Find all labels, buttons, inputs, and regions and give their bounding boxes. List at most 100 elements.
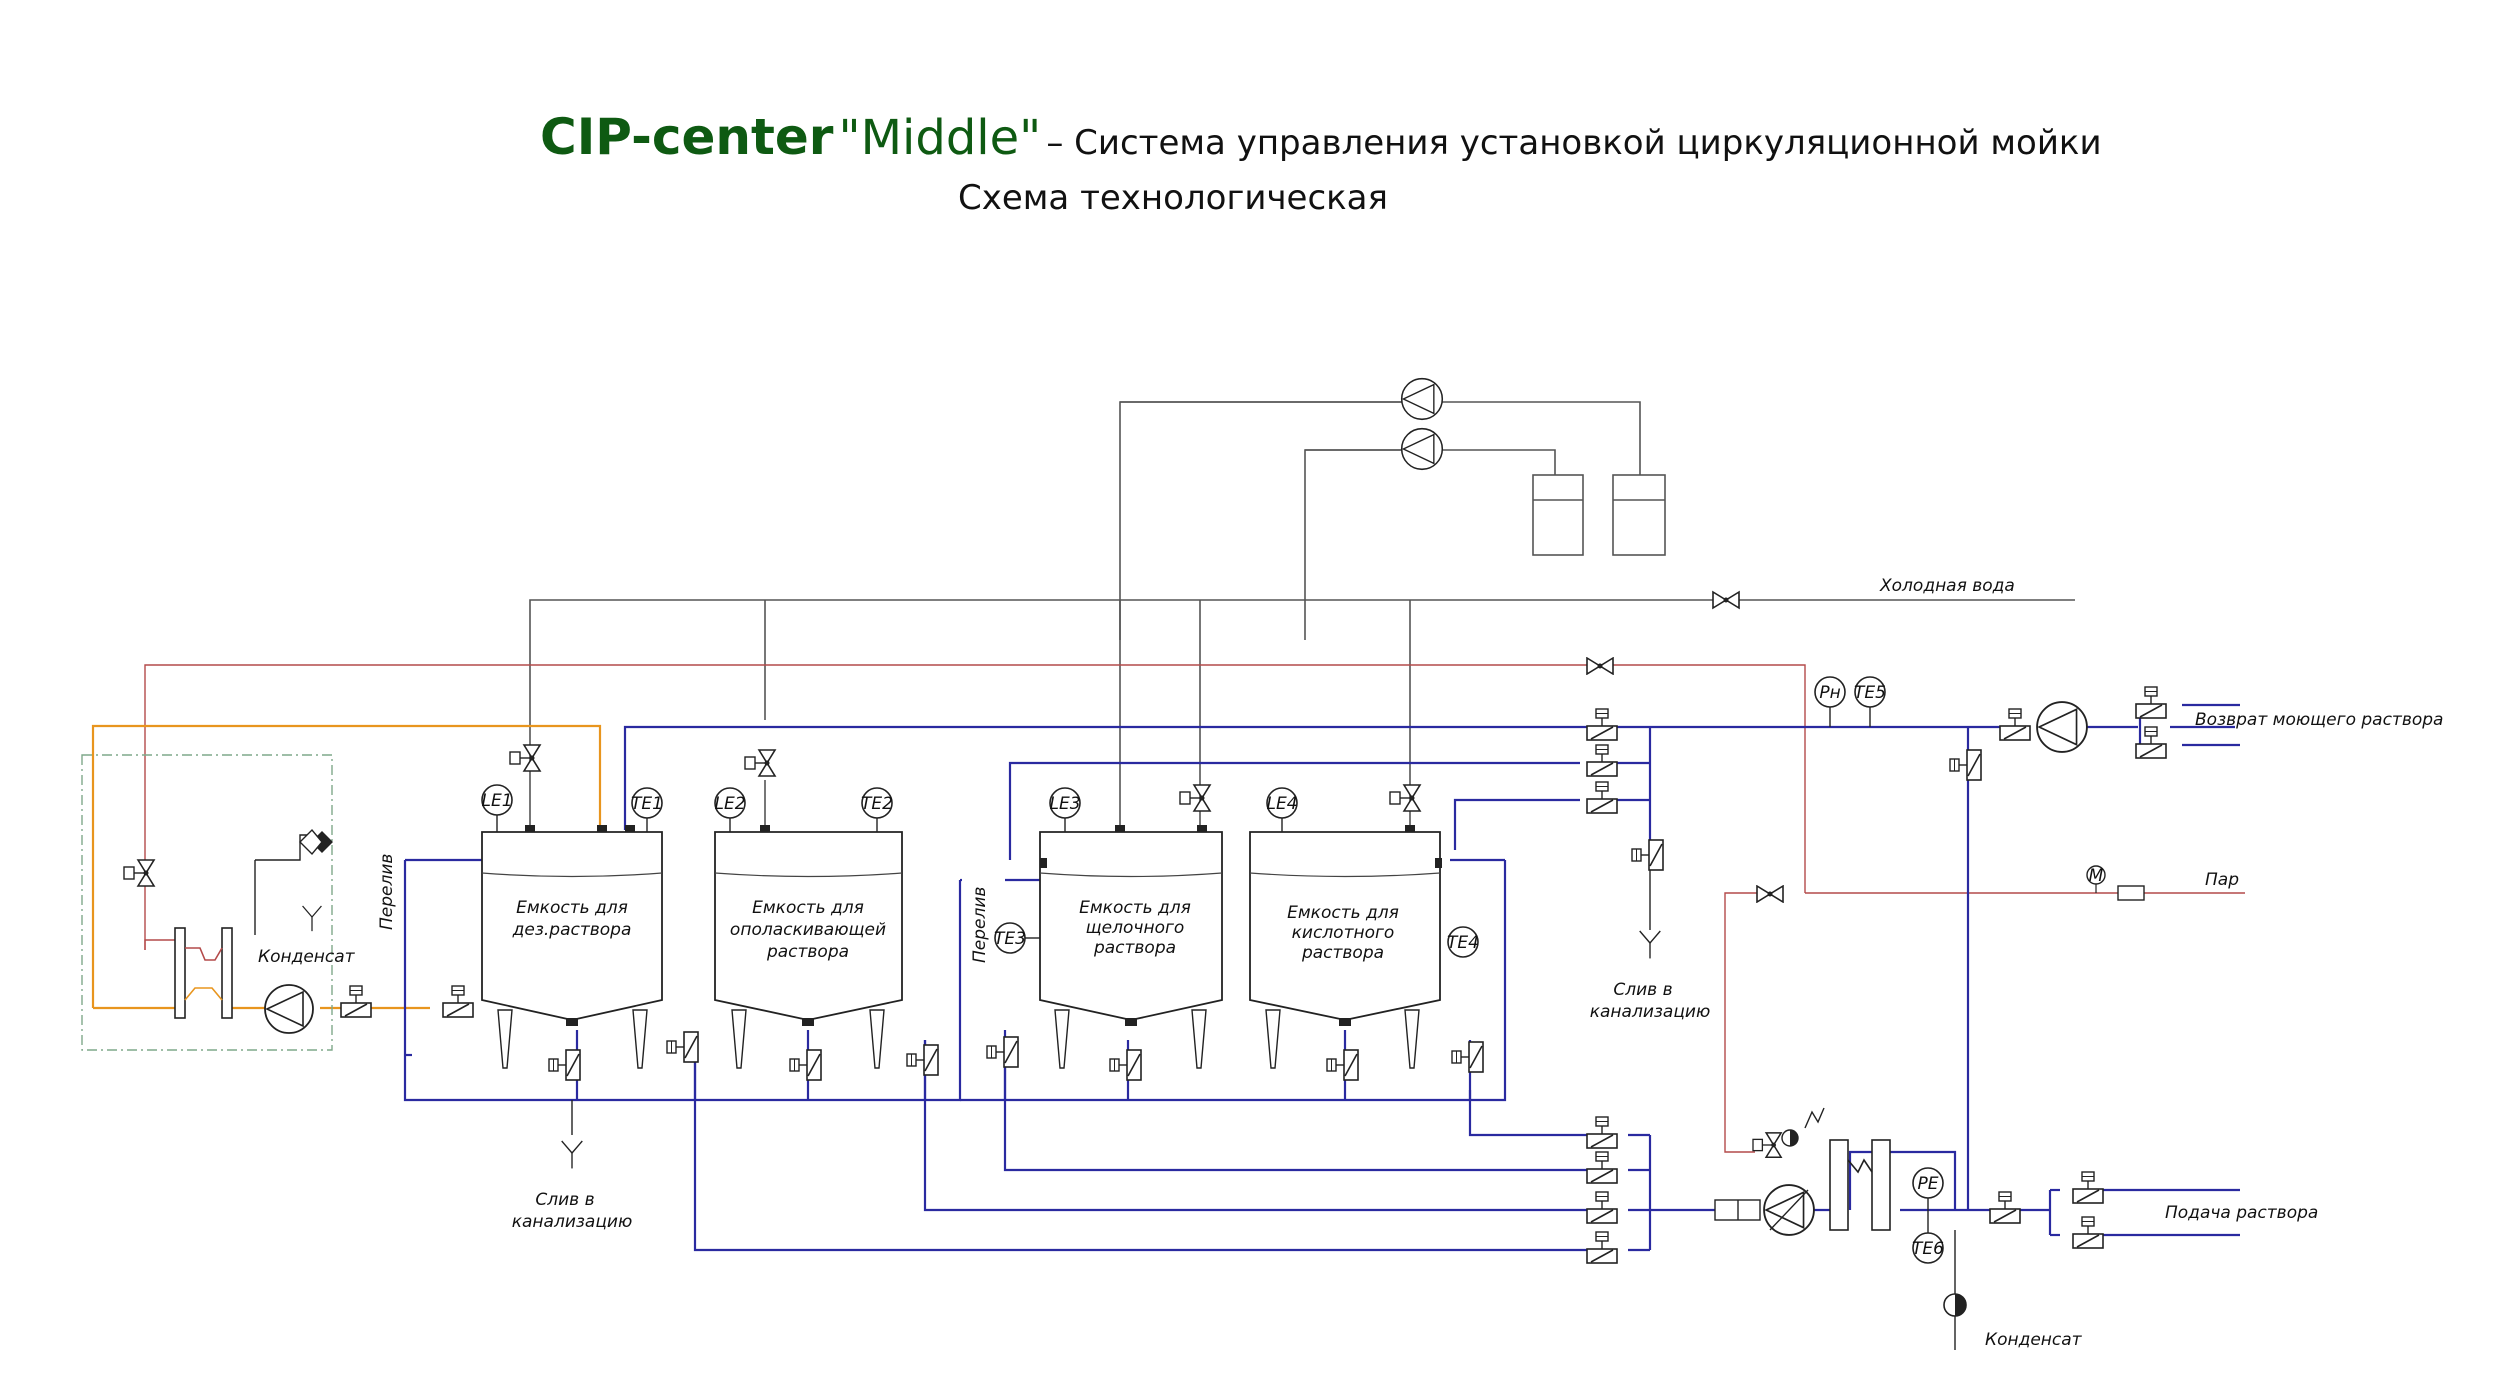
tank3-drain-valve-icon (1109, 1049, 1142, 1081)
instrument-le2: LE2 (714, 787, 746, 832)
supply-valve-3-icon (1586, 1191, 1618, 1224)
condensate-bottom-label: Конденсат (1985, 1330, 2083, 1350)
supply-valve-2-icon (1586, 1151, 1618, 1184)
drain-right-label-1: Слив в (1613, 980, 1672, 1000)
drain-right-label-2: канализацию (1590, 1002, 1711, 1022)
steam-valve-left-icon (123, 859, 155, 887)
return-valve-2-icon (1586, 744, 1618, 777)
tank-alkali-line2: щелочного (1086, 918, 1185, 938)
steam-lines (144, 664, 2245, 1153)
return-branch-valve-1-icon (2135, 686, 2167, 719)
le1-label: LE1 (481, 791, 512, 811)
steam-control-valve-icon (1752, 1132, 1782, 1158)
instrument-pn: Рн (1814, 676, 1846, 727)
pe-label: PE (1918, 1174, 1939, 1194)
tank-rinse-line1: Емкость для (752, 898, 864, 918)
title-brand: CIP-center (540, 108, 834, 166)
instrument-te2: TE2 (861, 787, 893, 832)
supply-solution-label: Подача раствора (2165, 1203, 2318, 1223)
heater-inlet-valve-icon (442, 985, 474, 1018)
heater-pump-icon (264, 984, 314, 1034)
return-inlet-valve-icon (1999, 708, 2031, 741)
condensate-left-label: Конденсат (258, 947, 356, 967)
instrument-le4: LE4 (1266, 787, 1298, 832)
return-solution-label: Возврат моющего раствора (2195, 710, 2443, 730)
steam-trap-left-icon (299, 828, 333, 856)
supply-valve-1-icon (1586, 1116, 1618, 1149)
steam-valve-right-icon (1756, 885, 1784, 903)
tank2-drain-valve-icon (789, 1049, 822, 1081)
tank-acid-line2: кислотного (1292, 923, 1395, 943)
diagram-subtitle: Схема технологическая (958, 178, 1388, 218)
supply-branch-valve-1-icon (2072, 1171, 2104, 1204)
te6-label: TE6 (1912, 1239, 1944, 1259)
dosing-pump-2-icon (1400, 427, 1444, 471)
tank-dez-line1: Емкость для (516, 898, 628, 918)
instrument-le3: LE3 (1049, 787, 1081, 832)
riser-valve-icon (1949, 749, 1982, 781)
motor-label: M (2089, 866, 2104, 886)
drain-right-valve-icon (1631, 839, 1664, 871)
tank-alkali-line1: Емкость для (1079, 898, 1191, 918)
tank2-return-valve-icon (906, 1044, 939, 1076)
pn-label: Рн (1819, 683, 1840, 703)
tank-rinse-line3: раствора (766, 942, 849, 962)
title-description: – Система управления установкой циркуляц… (1046, 123, 2102, 163)
tank-acid-line1: Емкость для (1287, 903, 1399, 923)
instrument-te6: TE6 (1912, 1210, 1944, 1264)
steam-trap-right-icon (1781, 1107, 1825, 1147)
title-model: "Middle" (838, 110, 1042, 166)
tank-dez-line2: дез.раствора (512, 920, 632, 940)
tank3-return-valve-icon (986, 1036, 1019, 1068)
le4-label: LE4 (1266, 794, 1297, 814)
instrument-te4: TE4 (1447, 926, 1479, 958)
instrument-le1: LE1 (481, 784, 513, 832)
tank1-return-valve-icon (666, 1031, 699, 1063)
steam-motor: M (2086, 865, 2145, 901)
return-valve-1-icon (1586, 708, 1618, 741)
tank-nozzles (525, 825, 1442, 868)
tank-acid: Емкость для кислотного раствора (1249, 831, 1441, 1069)
trap-line (255, 834, 310, 861)
overflow-left-label: Перелив (377, 854, 397, 930)
left-heat-exchanger (174, 927, 233, 1019)
le3-label: LE3 (1049, 794, 1080, 814)
plate-heat-exchanger (1829, 1139, 1891, 1231)
drain-left-label-1: Слив в (535, 1190, 594, 1210)
supply-pump-slash (1769, 1189, 1809, 1231)
te1-label: TE1 (631, 794, 663, 814)
te2-label: TE2 (861, 794, 893, 814)
supply-pump-motor (1714, 1199, 1761, 1221)
tank4-drain-valve-icon (1326, 1049, 1359, 1081)
tank-alkali-line3: раствора (1093, 938, 1176, 958)
te3-label: TE3 (994, 929, 1026, 949)
tank4-inlet-valve-icon (1389, 784, 1421, 812)
instrument-te1: TE1 (631, 787, 663, 832)
instrument-te5: TE5 (1854, 676, 1886, 727)
instrument-te3: TE3 (994, 922, 1040, 954)
supply-valve-4-icon (1586, 1231, 1618, 1264)
tank3-inlet-valve-icon (1179, 784, 1211, 812)
steam-label: Пар (2205, 870, 2239, 890)
supply-outlet-valve-icon (1989, 1191, 2021, 1224)
return-pump-icon (2036, 701, 2088, 753)
le2-label: LE2 (714, 794, 745, 814)
supply-branch-valve-2-icon (2072, 1216, 2104, 1249)
steam-valve-top-icon (1586, 657, 1614, 675)
drain-left-label-2: канализацию (512, 1212, 633, 1232)
dosing-pump-1-icon (1400, 377, 1444, 421)
tank-alkali: Емкость для щелочного раствора (1039, 831, 1223, 1069)
tank1-inlet-valve-icon (509, 744, 541, 772)
return-valve-3-icon (1586, 781, 1618, 814)
drain-right-icon (1638, 930, 1662, 960)
te4-label: TE4 (1447, 933, 1479, 953)
dosing-lines (529, 401, 2075, 830)
instrument-pe: PE (1912, 1167, 1944, 1210)
heater-boundary (81, 754, 333, 1051)
cold-water-label: Холодная вода (1879, 576, 2015, 596)
overflow-mid-label: Перелив (970, 887, 990, 963)
tank-rinse: Емкость для ополаскивающей раствора (714, 831, 903, 1069)
heating-loop-orange (91, 724, 602, 1010)
chemical-container-2 (1612, 474, 1666, 556)
